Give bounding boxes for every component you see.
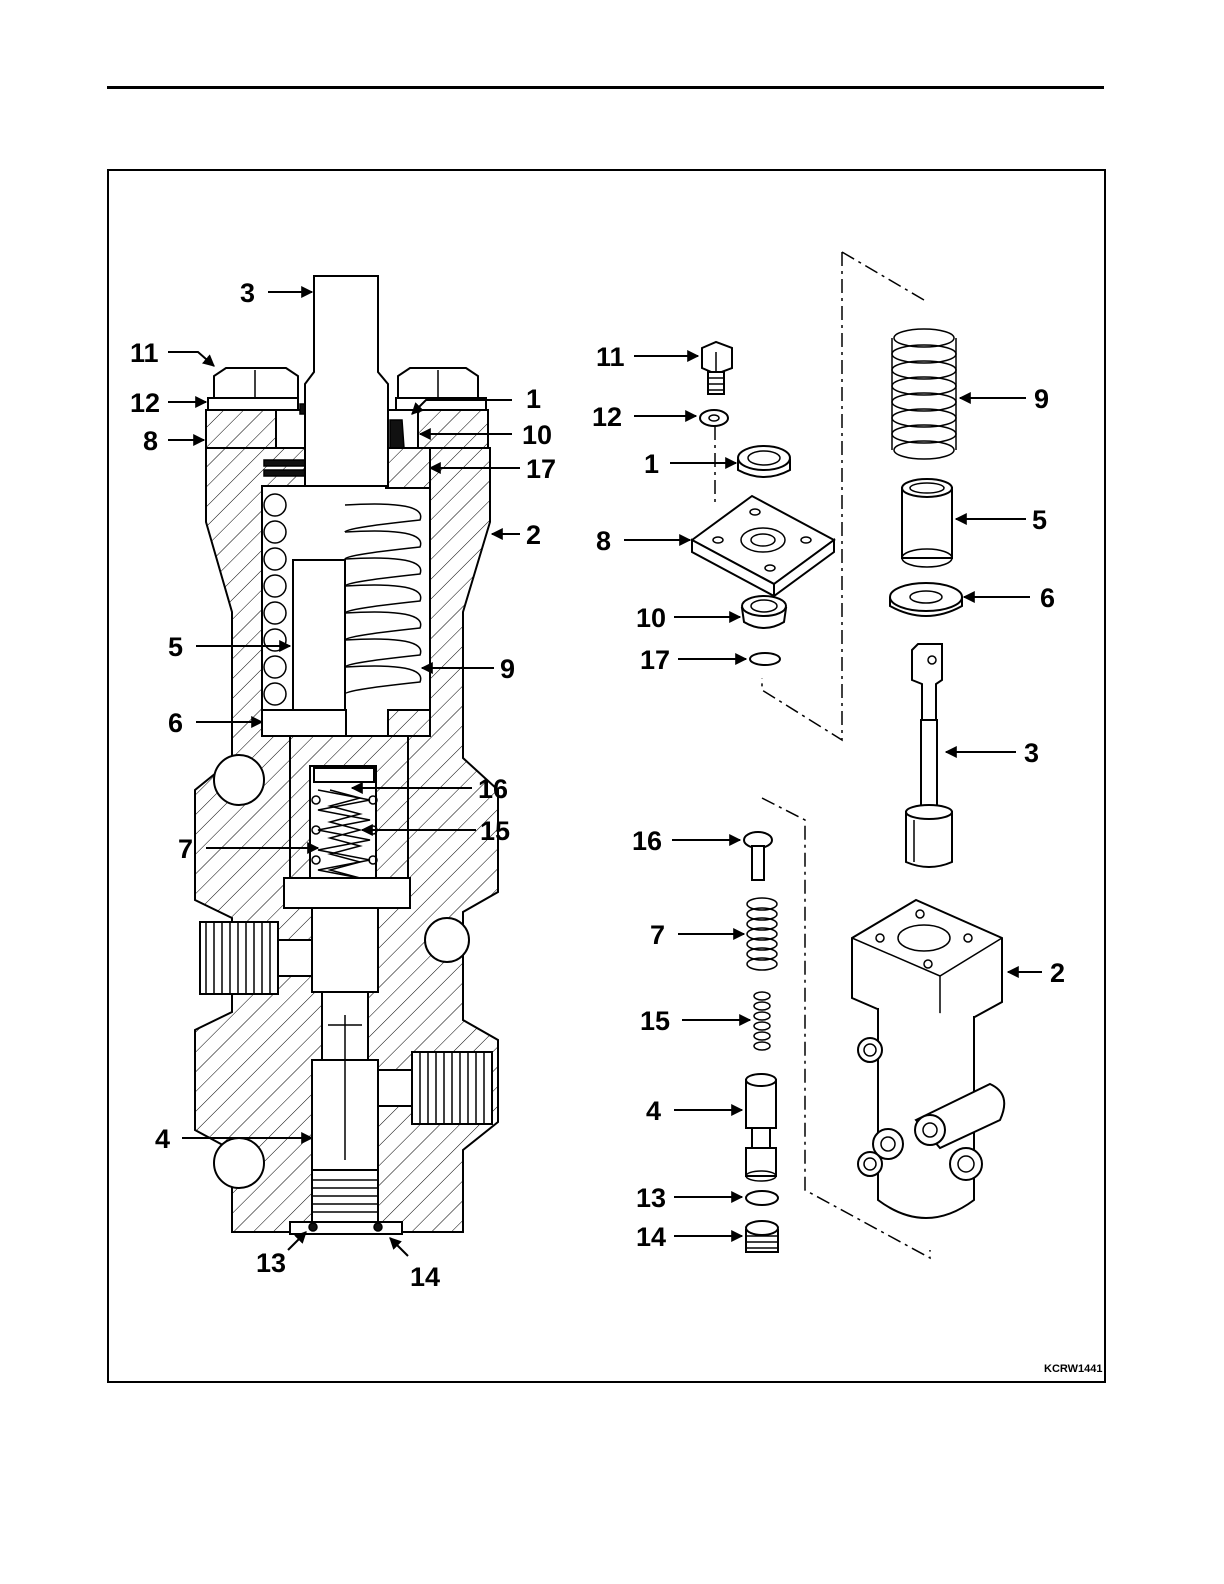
centerline-loop-upper xyxy=(762,252,924,740)
spacer-5-section xyxy=(293,560,345,710)
exploded-view xyxy=(692,252,1004,1258)
oring-13-exploded xyxy=(746,1191,778,1205)
section-view xyxy=(195,276,498,1234)
seal-holder xyxy=(386,448,430,488)
callout-1-section: 1 xyxy=(526,384,541,414)
washer-6-exploded xyxy=(890,583,962,616)
section-port-upper-left xyxy=(214,755,264,805)
callout-10-exploded: 10 xyxy=(636,603,666,633)
callout-15-section: 15 xyxy=(480,816,510,846)
spring-7-exploded xyxy=(747,898,777,970)
washer-6-section xyxy=(262,710,346,736)
callout-5-section: 5 xyxy=(168,632,183,662)
callout-12-exploded: 12 xyxy=(592,402,622,432)
seal-1-exploded xyxy=(738,446,790,477)
cover-plate-8-exploded xyxy=(692,496,834,596)
callout-16-section: 16 xyxy=(478,774,508,804)
pin-16-exploded xyxy=(744,832,772,880)
callout-14-section: 14 xyxy=(410,1262,440,1292)
section-port-mid-right xyxy=(425,918,469,962)
seal-10-exploded xyxy=(742,596,786,628)
seal-10-section xyxy=(390,420,404,448)
callout-14-exploded: 14 xyxy=(636,1222,666,1252)
callout-8-section: 8 xyxy=(143,426,158,456)
callout-2-section: 2 xyxy=(526,520,541,550)
callout-9-section: 9 xyxy=(500,654,515,684)
figure-code: KCRW1441 xyxy=(1044,1363,1103,1375)
pin-16-head-section xyxy=(314,768,374,782)
callout-11-exploded: 11 xyxy=(596,342,625,372)
washer-12-exploded xyxy=(700,410,728,426)
oring-17-exploded xyxy=(750,653,780,665)
callout-11-section: 11 xyxy=(130,338,159,368)
oring-13-section-left xyxy=(309,1223,317,1231)
callout-7-exploded: 7 xyxy=(650,920,665,950)
plug-14-exploded xyxy=(746,1221,778,1252)
callout-5-exploded: 5 xyxy=(1032,505,1047,535)
callout-8-exploded: 8 xyxy=(596,526,611,556)
oring-13-section-right xyxy=(374,1223,382,1231)
callout-3-section: 3 xyxy=(240,278,255,308)
callout-9-exploded: 9 xyxy=(1034,384,1049,414)
spacer-5-exploded xyxy=(902,479,952,567)
callout-13-section: 13 xyxy=(256,1248,286,1278)
callout-12-section: 12 xyxy=(130,388,160,418)
callout-1-exploded: 1 xyxy=(644,449,659,479)
callout-16-exploded: 16 xyxy=(632,826,662,856)
cover-plate-left xyxy=(206,410,276,448)
spring-seat xyxy=(284,878,410,908)
callout-15-exploded: 15 xyxy=(640,1006,670,1036)
callout-6-exploded: 6 xyxy=(1040,583,1055,613)
callout-6-section: 6 xyxy=(168,708,183,738)
callout-7-section: 7 xyxy=(178,834,193,864)
callout-10-section: 10 xyxy=(522,420,552,450)
washer-6-section-right xyxy=(388,710,430,736)
section-port-lower-left xyxy=(214,1138,264,1188)
piston-4-exploded xyxy=(746,1074,776,1181)
plunger-3-section xyxy=(305,276,388,486)
plunger-3-exploded xyxy=(906,644,952,867)
callout-4-exploded: 4 xyxy=(646,1096,661,1126)
callout-4-section: 4 xyxy=(155,1124,170,1154)
washer-12-left xyxy=(208,398,298,410)
spring-15-exploded xyxy=(754,992,770,1050)
cover-plate-right xyxy=(418,410,488,448)
piston-4-upper xyxy=(312,908,378,992)
callout-3-exploded: 3 xyxy=(1024,738,1039,768)
callout-13-exploded: 13 xyxy=(636,1183,666,1213)
callout-17-exploded: 17 xyxy=(640,645,670,675)
callout-2-exploded: 2 xyxy=(1050,958,1065,988)
bolt-11-exploded xyxy=(702,342,732,394)
body-2-exploded xyxy=(852,900,1004,1218)
bolt-11-left xyxy=(214,368,298,398)
callout-17-section: 17 xyxy=(526,454,556,484)
spring-9-exploded xyxy=(892,329,956,459)
